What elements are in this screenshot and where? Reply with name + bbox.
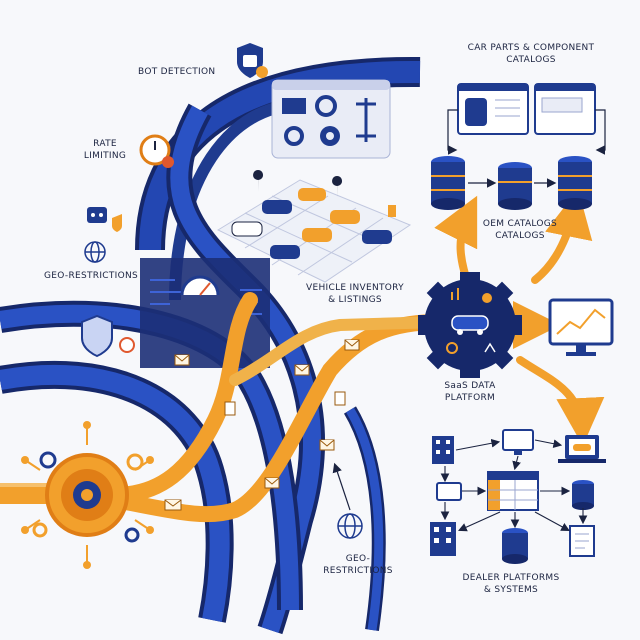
- vehicle-inventory-grid: [216, 170, 412, 283]
- label-saas-line1: SaaS DATA: [444, 381, 496, 391]
- car-parts-panel: [271, 79, 391, 159]
- document-icon: [569, 525, 595, 557]
- spreadsheet-icon: [487, 471, 539, 511]
- browser-window-icon: [457, 83, 596, 135]
- gear-icon: [32, 451, 144, 543]
- label-rate-limiting: RATE LIMITING: [74, 138, 136, 162]
- dealer-network: [430, 429, 606, 564]
- label-rate-limiting-line2: LIMITING: [83, 151, 127, 161]
- shield-check-icon: [237, 43, 268, 78]
- label-car-parts-line2: CATALOGS: [506, 55, 556, 65]
- saas-platform-hub: [418, 272, 522, 378]
- tire-icon: [320, 126, 340, 146]
- label-dealer-platforms: DEALER PLATFORMS & SYSTEMS: [436, 572, 586, 596]
- pointer-arrow: [332, 462, 351, 511]
- label-geo-bottom-line2: RESTRICTIONS: [323, 566, 393, 576]
- processor-gear-icon: [21, 421, 154, 569]
- label-saas-platform: SaaS DATA PLATFORM: [425, 380, 515, 404]
- stopwatch-icon: [139, 134, 174, 168]
- database-icon: [498, 162, 532, 210]
- label-geo-bottom-line1: GEO-: [345, 554, 371, 564]
- document-icon: [388, 205, 396, 217]
- label-car-parts-line1: CAR PARTS & COMPONENT: [467, 43, 595, 53]
- globe-icon: [337, 513, 363, 539]
- car-icon: [231, 188, 392, 259]
- gear-icon: [315, 95, 337, 117]
- monitor-chart-icon: [436, 429, 534, 501]
- label-car-parts-catalogs: CAR PARTS & COMPONENT CATALOGS: [446, 42, 616, 66]
- building-icon: [430, 436, 456, 556]
- map-pin-icon: [253, 170, 343, 198]
- label-dealer-line1: DEALER PLATFORMS: [462, 573, 560, 583]
- label-rate-limiting-line1: RATE: [93, 139, 117, 149]
- database-icon: [431, 156, 465, 210]
- label-saas-line2: PLATFORM: [444, 393, 496, 403]
- label-oem-line1: OEM CATALOGS: [482, 219, 558, 229]
- document-icon: [224, 391, 346, 416]
- gear-icon: [284, 126, 304, 146]
- label-vehicle-inventory: VEHICLE INVENTORY & LISTINGS: [290, 282, 420, 306]
- label-oem-catalogs: OEM CATALOGS CATALOGS: [460, 218, 580, 242]
- data-streams: [0, 189, 605, 523]
- engine-icon: [282, 98, 306, 114]
- database-icon: [465, 98, 487, 126]
- chassis-icon: [356, 98, 376, 142]
- shield-check-icon: [81, 314, 135, 358]
- label-vehicle-line2: & LISTINGS: [328, 295, 382, 305]
- envelope-icon: [164, 339, 360, 511]
- laptop-car-icon: [558, 435, 606, 463]
- database-icon: [502, 480, 594, 564]
- label-geo-restrictions-left: GEO-RESTRICTIONS: [44, 271, 139, 281]
- label-vehicle-line1: VEHICLE INVENTORY: [306, 283, 404, 293]
- label-dealer-line2: & SYSTEMS: [483, 585, 539, 595]
- label-oem-line2: CATALOGS: [495, 231, 545, 241]
- monitor-chart-icon: [548, 298, 614, 356]
- label-geo-restrictions-bottom: GEO- RESTRICTIONS: [318, 553, 398, 577]
- robot-icon: [87, 207, 122, 232]
- globe-icon: [84, 241, 106, 263]
- gauge-icon: [180, 275, 220, 296]
- database-icon: [558, 156, 592, 210]
- car-icon: [451, 315, 489, 331]
- label-bot-detection: BOT DETECTION: [138, 67, 216, 77]
